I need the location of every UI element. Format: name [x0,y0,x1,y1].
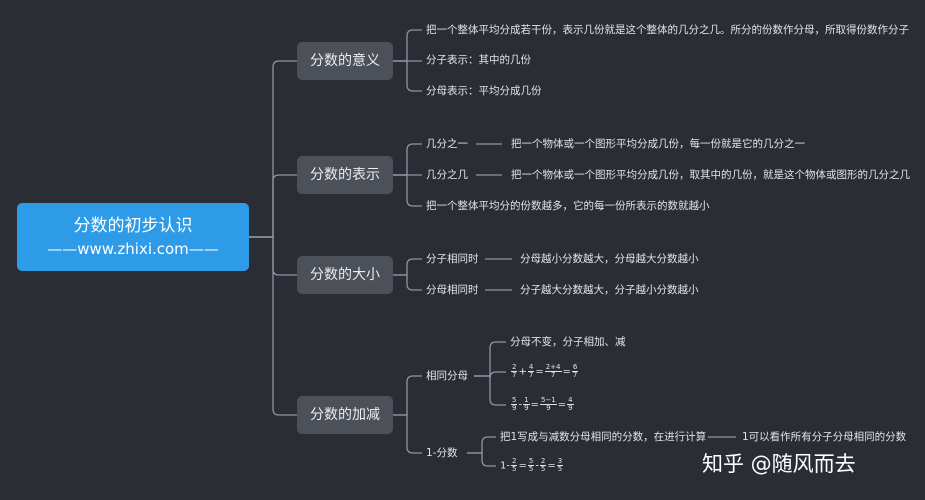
root-node[interactable]: 分数的初步认识 ——www.zhixi.com—— [17,203,249,271]
fraction-denominator: 5 [511,465,517,473]
same-denominator-rule: 分子越大分数越大，分子越小分数越小 [520,284,699,296]
fraction-denominator: 5 [540,465,546,473]
fraction-numerator: 1 [523,396,530,405]
fraction-denominator: 9 [568,404,573,412]
fraction-numerator: 4 [567,396,574,405]
meaning-definition: 把一个整体平均分成若干份，表示几份就是这个整体的几分之几。所分的份数作分母，所取… [426,24,909,36]
fraction-numerator: 5 [527,457,535,466]
root-subtitle: ——www.zhixi.com—— [47,240,219,258]
branch-meaning[interactable]: 分数的意义 [297,42,393,80]
fraction-detail: 把一个物体或一个图形平均分成几份，取其中的几份，就是这个物体或图形的几分之几 [511,169,910,181]
fraction-numerator: 5−1 [539,396,557,405]
fraction-numerator: 5 [511,396,518,405]
meaning-connector [393,60,422,92]
watermark: 知乎 @随风而去 [702,452,856,476]
same-denominator-connector [474,375,506,406]
fraction-numerator: 2 [511,363,518,372]
fraction-label: 几分之几 [426,169,468,181]
one-minus-fraction-rule: 把1写成与减数分母相同的分数，在进行计算 [500,431,707,443]
representation-connector [393,143,422,176]
formula-operator: - [535,460,539,472]
root-connector [249,60,297,238]
meaning-denominator: 分母表示：平均分成几份 [426,85,542,97]
root-title: 分数的初步认识 [73,216,193,236]
meaning-numerator: 分子表示：其中的几份 [426,54,531,66]
formula-operator: + [518,366,527,378]
one-minus-connector [467,436,496,454]
fraction-denominator: 7 [572,371,578,379]
fraction-denominator: 5 [557,465,563,473]
formula-operator: = [547,460,556,472]
fraction-denominator: 9 [546,404,551,412]
fraction-denominator: 9 [524,404,529,412]
one-minus-fraction-label: 1-分数 [426,447,458,459]
fraction-denominator: 7 [528,371,534,379]
one-minus-fraction-note: 1可以看作所有分子分母相同的分数 [742,431,907,443]
unit-fraction-detail: 把一个物体或一个图形平均分成几份，每一份就是它的几分之一 [511,138,805,150]
more-parts-rule: 把一个整体平均分的份数越多，它的每一份所表示的数就越小 [426,200,710,212]
fraction-numerator: 3 [556,457,564,466]
root-connector [249,174,297,238]
fraction-numerator: 2 [510,457,518,466]
formula-operator: 1- [500,460,510,472]
formula-operator: = [530,399,539,411]
formula-operator: = [518,460,527,472]
add-subtract-connector [393,414,422,454]
formula-operator: = [535,366,544,378]
unit-fraction-label: 几分之一 [426,138,468,150]
fraction-denominator: 7 [550,371,556,379]
meaning-connector [393,29,422,62]
fraction-denominator: 9 [512,404,517,412]
fraction-numerator: 2+4 [544,363,562,372]
formula-operator: = [557,399,567,411]
root-connector [249,236,297,416]
representation-connector [393,174,422,207]
same-denominator-connector [474,341,506,377]
fraction-numerator: 2 [539,457,547,466]
same-denominator-label: 分母相同时 [426,284,479,296]
one-minus-connector [467,452,496,467]
same-denominator-add-rule: 分母不变，分子相加、减 [510,336,626,348]
same-denominator-add-label: 相同分母 [426,370,468,382]
formula-operator: = [562,366,571,378]
comparison-connector [393,258,422,276]
add-subtract-connector [393,375,422,416]
comparison-connector [393,274,422,291]
fraction-denominator: 5 [528,465,534,473]
fraction-denominator: 7 [512,371,517,379]
fraction-numerator: 4 [527,363,535,372]
branch-comparison[interactable]: 分数的大小 [297,256,393,294]
same-numerator-label: 分子相同时 [426,253,479,265]
formula-operator: - [518,399,523,411]
fraction-numerator: 6 [571,363,579,372]
branch-representation[interactable]: 分数的表示 [297,156,393,194]
same-numerator-rule: 分母越小分数越大，分母越大分数越小 [520,253,699,265]
branch-add-subtract[interactable]: 分数的加减 [297,396,393,434]
